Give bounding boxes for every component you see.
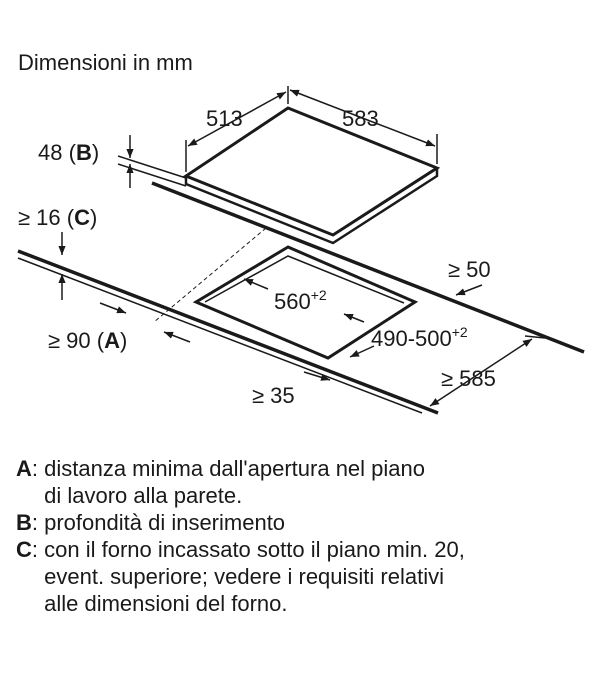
legend-item-b: B: profondità di inserimento (16, 509, 591, 536)
wall-distance-dimension (99, 302, 191, 343)
projection-lines (153, 227, 267, 323)
insertion-depth-label: 48 (B) (38, 140, 99, 165)
rear-margin-label: ≥ 50 (448, 257, 491, 282)
rear-margin-dimension (455, 284, 483, 296)
legend-desc: distanza minima dall'apertura nel piano … (44, 456, 425, 508)
legend-key: C (16, 537, 32, 562)
front-margin-dimension (303, 371, 331, 381)
front-margin-label: ≥ 35 (252, 383, 295, 408)
oven-gap-label: ≥ 16 (C) (18, 205, 97, 230)
hob-depth-label: 583 (342, 106, 379, 131)
legend-desc: con il forno incassato sotto il piano mi… (44, 537, 465, 616)
worktop (17, 181, 585, 415)
legend-item-a: A: distanza minima dall'apertura nel pia… (16, 455, 591, 509)
cutout-width-label: 560+2 (274, 287, 327, 314)
legend-desc: profondità di inserimento (44, 510, 286, 535)
worktop-depth-label: ≥ 585 (441, 366, 496, 391)
legend: A: distanza minima dall'apertura nel pia… (16, 455, 591, 617)
legend-key: A (16, 456, 32, 481)
legend-item-c: C: con il forno incassato sotto il piano… (16, 536, 591, 617)
worktop-depth-dimension (429, 335, 546, 407)
cutout-depth-label: 490-500+2 (371, 324, 468, 351)
cutout-width-dimension (243, 278, 269, 290)
wall-distance-label: ≥ 90 (A) (48, 328, 127, 353)
installation-diagram: Dimensioni in mm 513 583 48 (B) (17, 50, 585, 415)
cutout (192, 245, 419, 360)
diagram-title: Dimensioni in mm (18, 50, 193, 75)
hob-depth-dimension (289, 89, 438, 164)
cutout-depth-dimension (343, 313, 375, 358)
hob-width-dimension (185, 86, 289, 172)
hob-width-label: 513 (206, 106, 243, 131)
insertion-depth-dimension (117, 135, 187, 188)
legend-key: B (16, 510, 32, 535)
